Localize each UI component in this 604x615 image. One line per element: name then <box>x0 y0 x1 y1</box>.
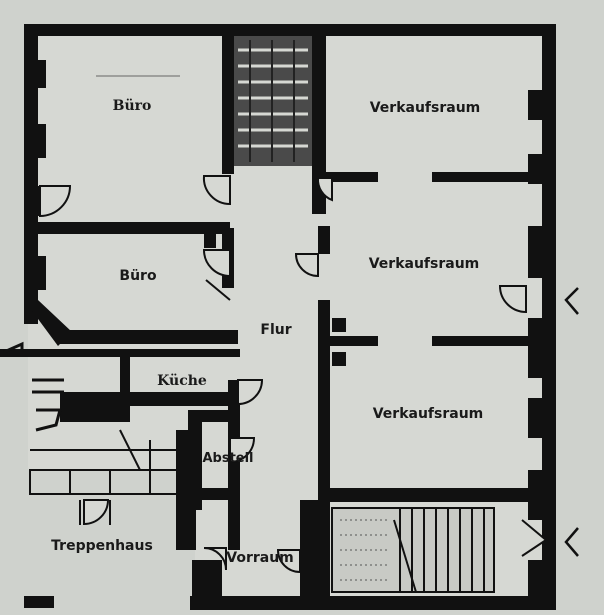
walls <box>0 24 556 610</box>
label-flur: Flur <box>260 322 291 338</box>
shaft-block <box>234 36 312 166</box>
label-treppenhaus: Treppenhaus <box>51 538 153 554</box>
label-verkaufsraum-1: Verkaufsraum <box>370 100 481 116</box>
label-abstell: Abstell <box>202 451 253 466</box>
label-vorraum: Vorraum <box>226 550 294 566</box>
label-kueche: Küche <box>157 373 207 389</box>
label-buero-2: Büro <box>119 268 157 284</box>
label-verkaufsraum-2: Verkaufsraum <box>369 256 480 272</box>
label-verkaufsraum-3: Verkaufsraum <box>373 406 484 422</box>
doors <box>39 175 548 574</box>
entrance-arrows <box>564 287 579 557</box>
staircase-bottom <box>331 507 495 593</box>
label-buero-1: Büro <box>113 98 152 114</box>
entrance-marks <box>3 341 64 432</box>
staircase-treppenhaus <box>29 429 181 525</box>
building-floor <box>28 30 552 600</box>
